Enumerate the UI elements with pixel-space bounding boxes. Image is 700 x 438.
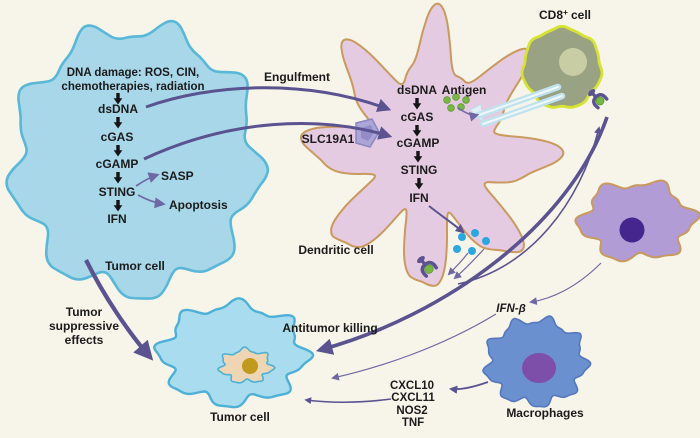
dc-step-cgamp: cGAMP bbox=[397, 136, 440, 150]
tumor-cell-top-body bbox=[5, 19, 270, 300]
dendritic-cell-label: Dendritic cell bbox=[298, 243, 373, 257]
cytokine-tnf: TNF bbox=[402, 417, 424, 429]
cd8-label-base: CD8 bbox=[539, 8, 563, 22]
dna-damage-line1: DNA damage: ROS, CIN, bbox=[67, 67, 199, 79]
suppressive-label-line2: suppressive bbox=[49, 319, 119, 333]
tumor-cell-bottom-label: Tumor cell bbox=[210, 410, 270, 424]
macrophage-nucleus bbox=[522, 353, 556, 383]
cytokine-cxcl10: CXCL10 bbox=[390, 380, 434, 392]
cytokines-to-tumor-arrow bbox=[304, 397, 392, 405]
tumor-cell-top-label: Tumor cell bbox=[105, 259, 165, 273]
apoptosis-label: Apoptosis bbox=[169, 198, 228, 212]
macrophage-to-cytokines-arrow bbox=[448, 381, 489, 394]
dna-damage-line2: chemotherapies, radiation bbox=[61, 81, 204, 93]
sasp-label: SASP bbox=[161, 169, 194, 183]
cytokine-nos2: NOS2 bbox=[396, 405, 427, 417]
dc-step-dsdna: dsDNA bbox=[397, 83, 437, 97]
dc-step-sting: STING bbox=[401, 163, 438, 177]
dendritic-cell-body bbox=[299, 2, 565, 287]
dc-step-ifn: IFN bbox=[409, 191, 428, 205]
tumor-step-cgas: cGAS bbox=[101, 130, 134, 144]
engulfment-arrow bbox=[145, 86, 392, 112]
ifn-dots bbox=[453, 229, 490, 255]
ifn-to-receptor-arrow-1 bbox=[447, 252, 469, 276]
suppressive-label-line3: effects bbox=[65, 333, 104, 347]
tumor-step-dsdna: dsDNA bbox=[98, 102, 138, 116]
tumor-step-cgamp: cGAMP bbox=[96, 157, 139, 171]
lavender-cell-nucleus bbox=[619, 217, 645, 243]
cd8-cell-nucleus bbox=[559, 48, 587, 76]
antigen-label: Antigen bbox=[442, 83, 487, 97]
slc19a1-label: SLC19A1 bbox=[302, 132, 355, 146]
macrophages-label: Macrophages bbox=[506, 406, 584, 420]
lavender-to-ifnb-arrow bbox=[529, 262, 602, 305]
ifn-to-receptor-arrow-2 bbox=[453, 248, 485, 280]
ifn-beta-label: IFN-β bbox=[496, 303, 526, 315]
cd8-label-rest: cell bbox=[571, 8, 591, 22]
cd8-cell-label: CD8+cell bbox=[539, 7, 591, 22]
cytokine-cxcl11: CXCL11 bbox=[391, 392, 435, 404]
tumor-suppressive-arrow bbox=[84, 259, 154, 361]
sting-to-sasp-arrow bbox=[135, 172, 160, 187]
suppressive-label-line1: Tumor bbox=[66, 305, 103, 319]
cgamp-transfer-arrow bbox=[143, 122, 393, 161]
antitumor-killing-label: Antitumor killing bbox=[282, 321, 377, 335]
antitumor-killing-arrow bbox=[316, 116, 609, 355]
tumor-cell-bottom-nucleolus bbox=[242, 358, 258, 374]
engulfment-label: Engulfment bbox=[264, 70, 330, 84]
tumor-cell-bottom-body bbox=[153, 297, 315, 409]
ifnb-to-tumor-arrow bbox=[331, 313, 497, 381]
cd8-label-sup: + bbox=[563, 7, 568, 17]
sting-to-apoptosis-arrow bbox=[137, 194, 166, 209]
tumor-step-ifn: IFN bbox=[107, 212, 126, 226]
dc-step-cgas: cGAS bbox=[401, 110, 434, 124]
tumor-step-sting: STING bbox=[99, 185, 136, 199]
ifn-secretion-arrow bbox=[428, 205, 465, 234]
antigen-to-mhc-arrow bbox=[457, 107, 480, 122]
